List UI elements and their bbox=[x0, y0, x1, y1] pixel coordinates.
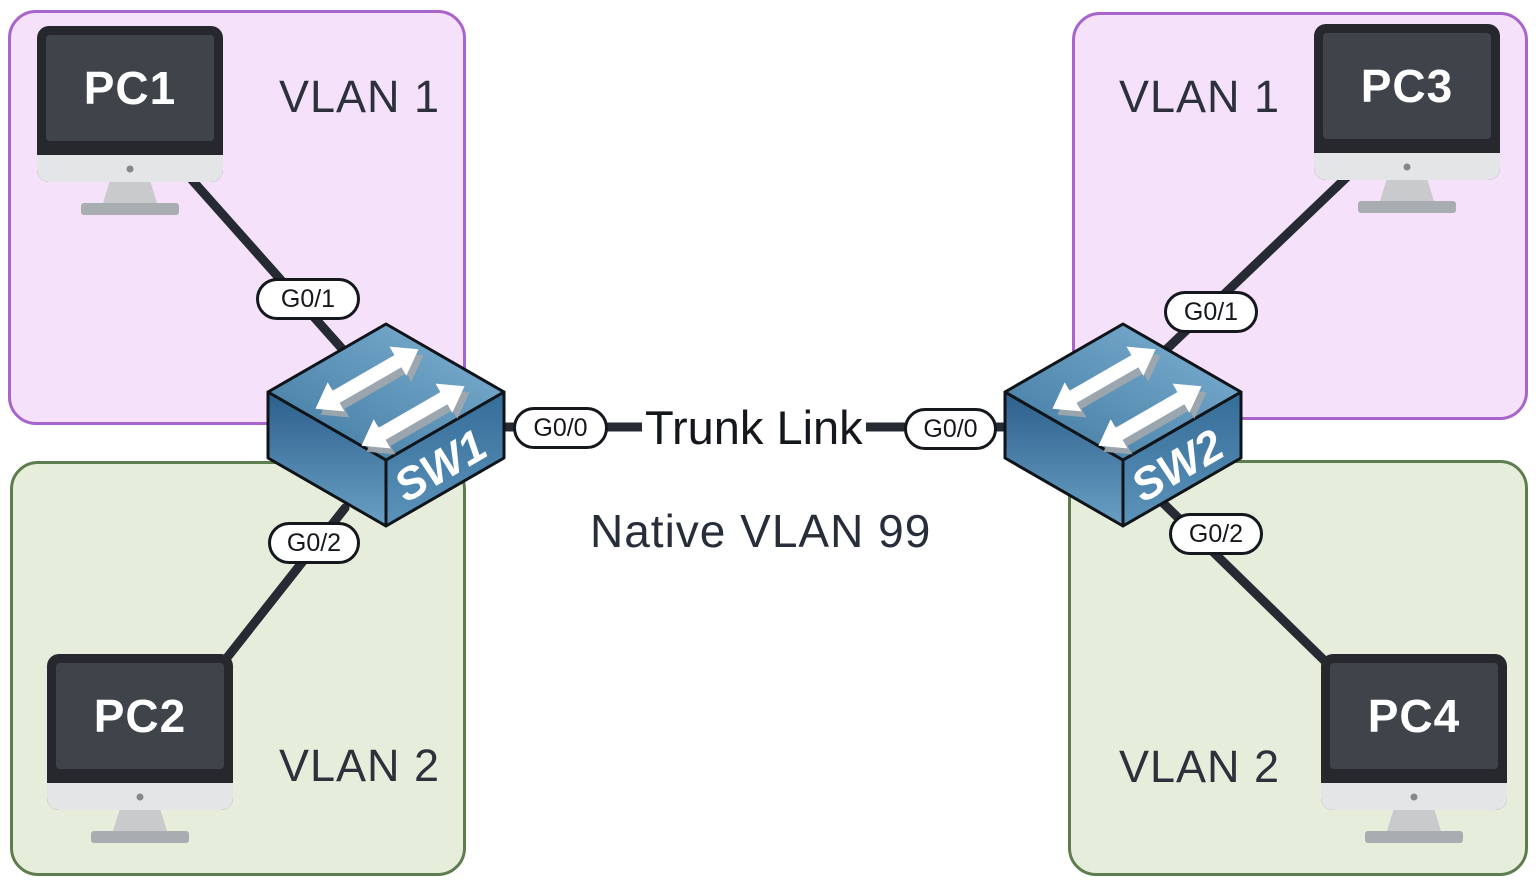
camera-dot-icon bbox=[136, 793, 144, 800]
switch-top-face bbox=[266, 322, 506, 462]
switch-sw2: SW2 bbox=[1003, 322, 1243, 528]
pc3-node: PC3 bbox=[1314, 24, 1500, 213]
pc4-node: PC4 bbox=[1321, 654, 1507, 843]
pc4-label: PC4 bbox=[1367, 690, 1461, 742]
monitor-stand bbox=[103, 182, 157, 203]
monitor-chin bbox=[1314, 153, 1500, 180]
camera-dot-icon bbox=[1403, 163, 1411, 170]
monitor-stand bbox=[1380, 180, 1434, 201]
switch-sw1: SW1 bbox=[266, 322, 506, 528]
monitor: PC4 bbox=[1321, 654, 1507, 810]
monitor-stand bbox=[1387, 810, 1441, 831]
camera-dot-icon bbox=[126, 165, 134, 172]
camera-dot-icon bbox=[1410, 793, 1418, 800]
port-label-sw2-g00: G0/0 bbox=[904, 408, 997, 450]
monitor-base bbox=[1358, 201, 1456, 213]
monitor-chin bbox=[37, 155, 223, 182]
port-label-sw1-g02: G0/2 bbox=[268, 522, 360, 564]
screen: PC3 bbox=[1323, 33, 1491, 139]
monitor-chin bbox=[47, 783, 233, 810]
zone-label-sw1-vlan1: VLAN 1 bbox=[279, 71, 441, 122]
monitor-base bbox=[1365, 831, 1463, 843]
zone-label-sw2-vlan2: VLAN 2 bbox=[1119, 741, 1281, 792]
switch-top-face bbox=[1003, 322, 1243, 462]
pc3-label: PC3 bbox=[1360, 60, 1454, 112]
port-label-sw2-g01: G0/1 bbox=[1164, 291, 1258, 333]
monitor-base bbox=[91, 831, 189, 843]
port-label-sw1-g01: G0/1 bbox=[256, 278, 360, 320]
pc1-label: PC1 bbox=[83, 62, 177, 114]
screen: PC1 bbox=[46, 35, 214, 141]
link-sw2-pc3 bbox=[1145, 171, 1353, 370]
monitor-base bbox=[81, 203, 179, 215]
switch-arrows-icon bbox=[1052, 346, 1207, 455]
zone-label-sw2-vlan1: VLAN 1 bbox=[1119, 71, 1281, 122]
monitor: PC2 bbox=[47, 654, 233, 810]
screen: PC4 bbox=[1330, 663, 1498, 769]
trunk-link-label: Trunk Link bbox=[642, 400, 866, 455]
zone-label-sw1-vlan2: VLAN 2 bbox=[279, 740, 441, 791]
monitor: PC1 bbox=[37, 26, 223, 182]
pc1-node: PC1 bbox=[37, 26, 223, 215]
pc2-label: PC2 bbox=[93, 690, 187, 742]
link-pc1-sw1 bbox=[187, 175, 350, 357]
switch-arrows-icon bbox=[315, 346, 470, 455]
screen: PC2 bbox=[56, 663, 224, 769]
monitor-chin bbox=[1321, 783, 1507, 810]
port-label-sw2-g02: G0/2 bbox=[1169, 513, 1263, 555]
pc2-node: PC2 bbox=[47, 654, 233, 843]
monitor-stand bbox=[113, 810, 167, 831]
zone-sw1-vlan2: VLAN 2 bbox=[10, 461, 466, 876]
native-vlan-label: Native VLAN 99 bbox=[590, 505, 932, 557]
port-label-sw1-g00: G0/0 bbox=[513, 407, 608, 449]
monitor: PC3 bbox=[1314, 24, 1500, 180]
